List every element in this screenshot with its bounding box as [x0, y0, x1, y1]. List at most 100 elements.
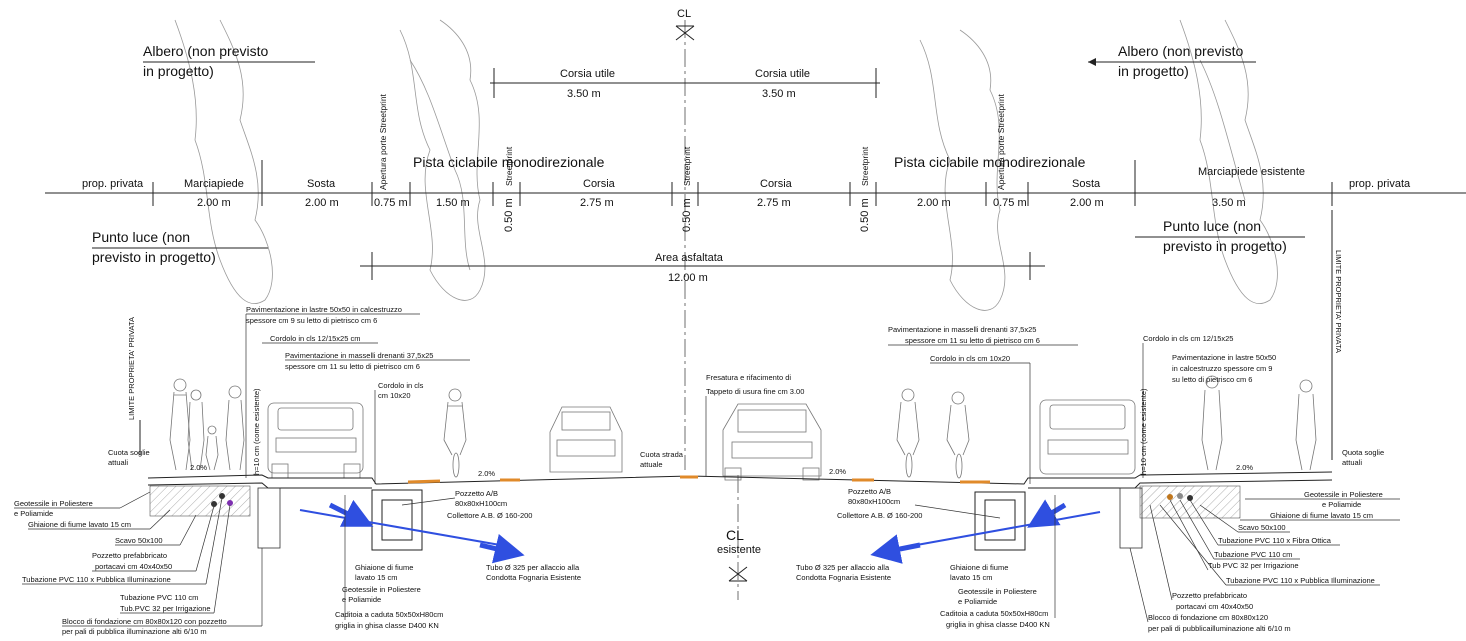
- section-label-prop-privata-left: prop. privata: [82, 178, 144, 190]
- right-pav-lastre-3: su letto di pietrisco cm 6: [1172, 375, 1252, 384]
- right-caditoia-2: griglia in ghisa classe D400 KN: [946, 620, 1050, 629]
- section-value-corsia-left: 2.75 m: [580, 197, 614, 209]
- right-blocco-1: Blocco di fondazione cm 80x80x120: [1148, 613, 1268, 622]
- cl-bottom-label-2: esistente: [717, 544, 761, 556]
- right-ghiaione: Ghiaione di fiume lavato 15 cm: [1270, 511, 1373, 520]
- left-caditoia-2: griglia in ghisa classe D400 KN: [335, 621, 439, 630]
- left-scavo: Scavo 50x100: [115, 536, 163, 545]
- pedestrian-figures-right: [1201, 375, 1317, 471]
- section-label-marciapiede-right: Marciapiede esistente: [1198, 166, 1305, 178]
- limite-proprieta-left: LIMITE PROPRIETA' PRIVATA: [127, 317, 136, 420]
- section-value-sosta-left: 2.00 m: [305, 197, 339, 209]
- right-geotessile-1: Geotessile in Poliestere: [1304, 490, 1383, 499]
- left-blocco-1: Blocco di fondazione cm 80x80x120 con po…: [62, 617, 227, 626]
- section-value-streetprint-2: 0.50 m: [681, 198, 693, 232]
- left-ghiaione: Ghiaione di fiume lavato 15 cm: [28, 520, 131, 529]
- right-pozzetto-ab-1: Pozzetto A/B: [848, 487, 891, 496]
- right-pozzetto-ab-leader: [914, 504, 1001, 519]
- left-leader-lines: [14, 491, 263, 627]
- left-tub-32: Tub.PVC 32 per Irrigazione: [120, 604, 211, 613]
- right-quota-soglie-2: attuali: [1342, 458, 1362, 467]
- right-pozzetto-pref-1: Pozzetto prefabbricato: [1172, 591, 1247, 600]
- center-cuota-strada-1: Cuota strada: [640, 450, 684, 459]
- section-value-marciapiede-right: 3.50 m: [1212, 197, 1246, 209]
- punto-luce-left-line1: Punto luce (non: [92, 229, 190, 245]
- right-cordolo-1020: Cordolo in cls cm 10x20: [930, 354, 1010, 363]
- left-pav-masselli-2: spessore cm 11 su letto di pietrisco cm …: [285, 362, 420, 371]
- right-tub-illum: Tubazione PVC 110 x Pubblica Illuminazio…: [1226, 576, 1375, 585]
- section-label-sosta-left: Sosta: [307, 178, 336, 190]
- section-label-streetprint-2: Streetprint: [682, 146, 692, 186]
- car-rear-center-left: [549, 406, 623, 473]
- tree-outline-right: [919, 19, 1278, 311]
- left-pozzetto-ab-1: Pozzetto A/B: [455, 489, 498, 498]
- punto-luce-right-line2: previsto in progetto): [1163, 238, 1287, 254]
- section-value-apertura-right: 0.75 m: [993, 197, 1027, 209]
- right-ghiaione-fiume-1: Ghiaione di fiume: [950, 563, 1008, 572]
- albero-left-line2: in progetto): [143, 63, 214, 79]
- area-asfaltata-dimension: [360, 252, 1045, 280]
- corsia-utile-dimension: [490, 68, 880, 98]
- cl-top-label: CL: [677, 8, 691, 20]
- section-label-streetprint-1: Streetprint: [504, 146, 514, 186]
- blue-drain-pipes: [299, 499, 1101, 564]
- right-tub-32: Tub PVC 32 per Irrigazione: [1208, 561, 1299, 570]
- left-tubo-2: Condotta Fognaria Esistente: [486, 573, 581, 582]
- left-tub-110: Tubazione PVC 110 cm: [120, 593, 198, 602]
- left-pav-lastre-1: Pavimentazione in lastre 50x50 in calces…: [246, 305, 402, 314]
- corsia-utile-left-label: Corsia utile: [560, 68, 615, 80]
- right-slope-1: 2.0%: [829, 467, 846, 476]
- right-tub-110: Tubazione PVC 110 cm: [1214, 550, 1292, 559]
- left-pozzetto-pref-1: Pozzetto prefabbricato: [92, 551, 167, 560]
- right-blocco-2: per pali di pubblicailluminazione alti 6…: [1148, 624, 1291, 633]
- left-geotessile-b-2: e Poliamide: [342, 595, 381, 604]
- section-label-streetprint-3: Streetprint: [860, 146, 870, 186]
- left-pav-masselli-1: Pavimentazione in masselli drenanti 37,5…: [285, 351, 433, 360]
- left-collettore: Collettore A.B. Ø 160-200: [447, 511, 532, 520]
- right-pav-lastre-1: Pavimentazione in lastre 50x50: [1172, 353, 1276, 362]
- left-cordolo-1020-1: Cordolo in cls: [378, 381, 424, 390]
- section-label-corsia-left: Corsia: [583, 178, 616, 190]
- section-value-sosta-right: 2.00 m: [1070, 197, 1104, 209]
- section-value-corsia-right: 2.75 m: [757, 197, 791, 209]
- corsia-utile-right-value: 3.50 m: [762, 88, 796, 100]
- section-value-streetprint-1: 0.50 m: [503, 198, 515, 232]
- left-pozzetto-pref-2: portacavi cm 40x40x50: [95, 562, 172, 571]
- right-caditoia-1: Caditoia a caduta 50x50xH80cm: [940, 609, 1048, 618]
- section-label-corsia-right: Corsia: [760, 178, 793, 190]
- section-value-marciapiede-left: 2.00 m: [197, 197, 231, 209]
- center-cuota-strada-2: attuale: [640, 460, 663, 469]
- right-tubo-1: Tubo Ø 325 per allaccio alla: [796, 563, 890, 572]
- section-label-prop-privata-right: prop. privata: [1349, 178, 1411, 190]
- right-geotessile-b-1: Geotessile in Poliestere: [958, 587, 1037, 596]
- right-geotessile-2: e Poliamide: [1322, 500, 1361, 509]
- left-pozzetto-ab-2: 80x80xH100cm: [455, 499, 507, 508]
- right-pozzetto-pref-2: portacavi cm 40x40x50: [1176, 602, 1253, 611]
- cable-conduits-right: [1167, 493, 1193, 501]
- car-rear-right: [1039, 399, 1136, 475]
- right-ghiaione-fiume-2: lavato 15 cm: [950, 573, 993, 582]
- right-tub-fibra: Tubazione PVC 110 x Fibra Ottica: [1218, 536, 1332, 545]
- cl-bottom-label: CL: [726, 527, 744, 543]
- section-label-pista-left: Pista ciclabile monodirezionale: [413, 154, 605, 170]
- left-var-height: h=10 cm (come esistente): [252, 388, 261, 475]
- section-value-streetprint-3: 0.50 m: [859, 198, 871, 232]
- left-tub-illum: Tubazione PVC 110 x Pubblica Illuminazio…: [22, 575, 171, 584]
- left-ghiaione-fiume-2: lavato 15 cm: [355, 573, 398, 582]
- center-fresatura-2: Tappeto di usura fine cm 3.00: [706, 387, 804, 396]
- area-asfaltata-value: 12.00 m: [668, 272, 708, 284]
- corsia-utile-left-value: 3.50 m: [567, 88, 601, 100]
- right-tubo-2: Condotta Fognaria Esistente: [796, 573, 891, 582]
- area-asfaltata-label: Area asfaltata: [655, 252, 724, 264]
- right-scavo: Scavo 50x100: [1238, 523, 1286, 532]
- left-pav-lastre-2: spessore cm 9 su letto di pietrisco cm 6: [246, 316, 377, 325]
- car-front-center-right: [722, 403, 822, 481]
- center-fresatura-1: Fresatura e rifacimento di: [706, 373, 791, 382]
- section-value-apertura-left: 0.75 m: [374, 197, 408, 209]
- right-leader-lines: [1129, 498, 1400, 623]
- section-label-marciapiede-left: Marciapiede: [184, 178, 244, 190]
- left-cuota-soglie-1: Cuota soglie: [108, 448, 150, 457]
- cyclists-right: [896, 388, 970, 479]
- section-dimension-line: [45, 160, 1466, 206]
- section-label-pista-right: Pista ciclabile monodirezionale: [894, 154, 1086, 170]
